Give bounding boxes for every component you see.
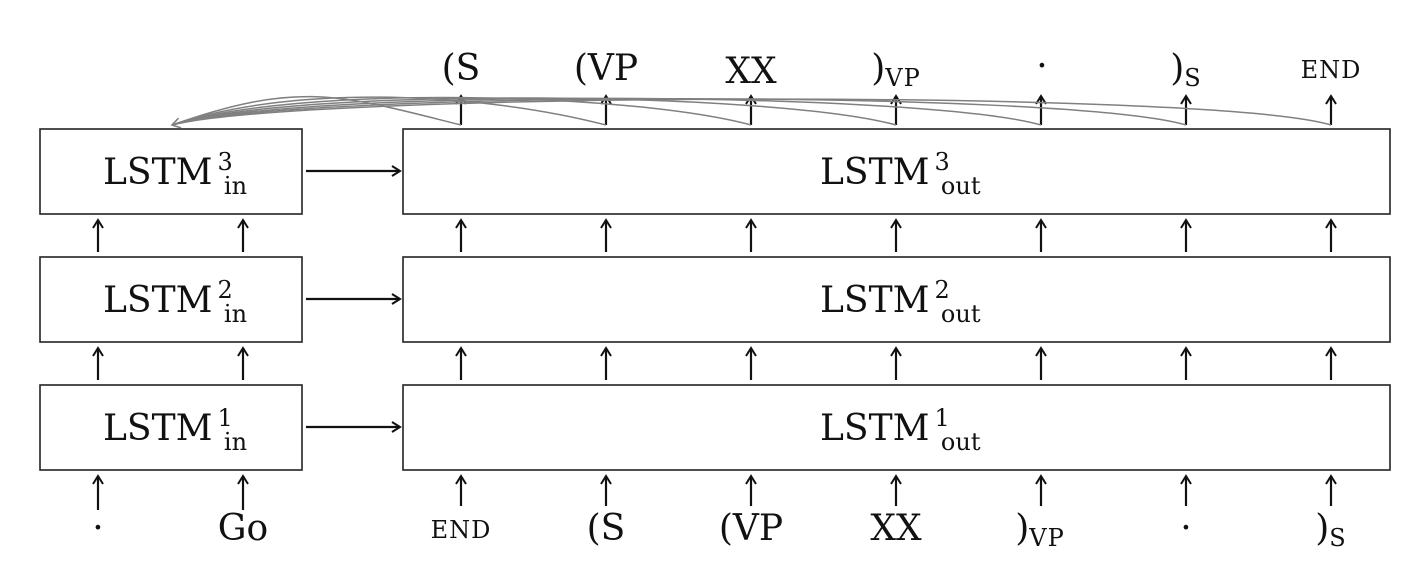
decoder-input-token-1: END xyxy=(431,516,492,544)
decoder-layer-3-label: LSTM 3 out xyxy=(820,148,981,200)
attention-curve-7 xyxy=(170,98,1332,129)
encoder-input-token-1: · xyxy=(92,508,103,549)
encoder-input-token-2: Go xyxy=(218,508,268,549)
decoder-layer-3: LSTM 3 out xyxy=(402,128,1391,215)
decoder-input-token-2: (S xyxy=(587,508,626,549)
decoder-input-token-3: (VP xyxy=(719,508,783,549)
decoder-layer-2: LSTM 2 out xyxy=(402,256,1391,343)
decoder-layer-3-box xyxy=(402,128,1391,215)
vertical-arrows xyxy=(92,94,1337,510)
attention-curves xyxy=(170,95,1332,129)
encoder-layer-2-label: LSTM 2 in xyxy=(103,276,247,328)
encoder-layer-2: LSTM 2 in xyxy=(39,256,303,343)
decoder-input-token-7: )S xyxy=(1315,508,1347,552)
decoder-input-token-4: XX xyxy=(870,508,922,549)
decoder-output-token-2: (VP xyxy=(574,48,638,89)
encoder-layer-3-label: LSTM 3 in xyxy=(103,148,247,200)
decoder-layer-1-box xyxy=(402,384,1391,471)
encoder-layer-3: LSTM 3 in xyxy=(39,128,303,215)
decoder-output-token-1: (S xyxy=(442,48,481,89)
decoder-output-token-3: XX xyxy=(725,51,777,92)
decoder-output-token-5: · xyxy=(1036,46,1047,87)
decoder-layer-2-box xyxy=(402,256,1391,343)
decoder-input-token-5: )VP xyxy=(1015,508,1065,552)
decoder-input-token-6: · xyxy=(1180,508,1191,549)
decoder-layer-1-label: LSTM 1 out xyxy=(820,404,981,456)
attention-curve-1 xyxy=(171,95,462,126)
decoder-output-token-7: END xyxy=(1301,56,1362,84)
decoder-output-tokens: (S (VP XX )VP · )S END xyxy=(442,46,1362,92)
encoder-layer-2-box xyxy=(39,256,303,343)
encoder-layer-3-box xyxy=(39,128,303,215)
decoder-layer-1: LSTM 1 out xyxy=(402,384,1391,471)
decoder-output-token-6: )S xyxy=(1170,48,1202,92)
encoder-layer-1-box xyxy=(39,384,303,471)
encoder-layer-1: LSTM 1 in xyxy=(39,384,303,471)
encoder-layer-1-label: LSTM 1 in xyxy=(103,404,247,456)
encoder-input-tokens: · Go xyxy=(92,508,268,549)
decoder-output-token-4: )VP xyxy=(871,48,921,92)
attention-curve-2 xyxy=(171,96,607,126)
decoder-layer-2-label: LSTM 2 out xyxy=(820,276,981,328)
decoder-input-tokens: END (S (VP XX )VP · )S xyxy=(431,508,1347,552)
